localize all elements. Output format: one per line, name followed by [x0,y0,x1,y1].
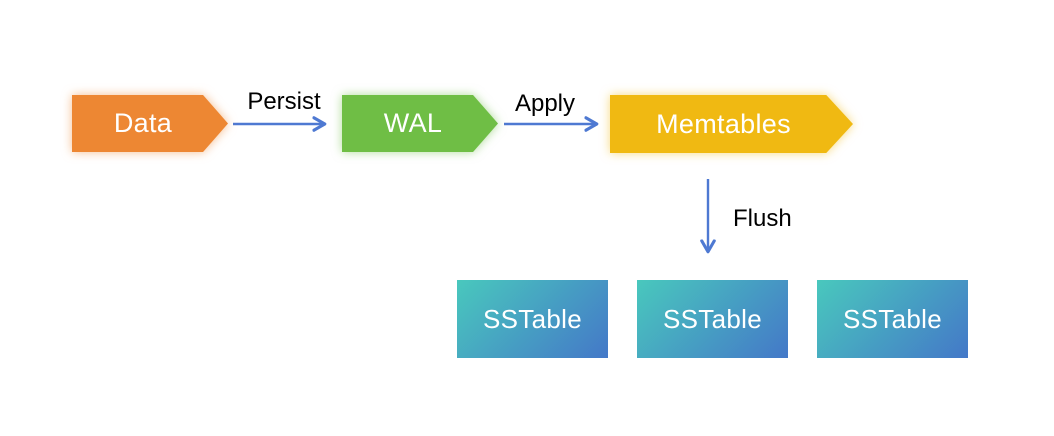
node-memtables: Memtables [610,95,853,153]
node-sstable-1-label: SSTable [483,303,582,334]
flush-edge-label: Flush [733,205,792,232]
node-sstable-3-label: SSTable [843,303,942,334]
node-data: Data [72,95,228,152]
node-wal: WAL [342,95,498,152]
node-sstable-1: SSTable [457,280,608,358]
node-memtables-label: Memtables [656,108,791,139]
persist-edge-label: Persist [247,88,321,115]
node-sstable-2-label: SSTable [663,303,762,334]
node-sstable-3: SSTable [817,280,968,358]
node-sstable-2: SSTable [637,280,788,358]
apply-edge-label: Apply [514,90,576,117]
node-data-label: Data [113,108,173,138]
node-wal-label: WAL [383,108,443,138]
